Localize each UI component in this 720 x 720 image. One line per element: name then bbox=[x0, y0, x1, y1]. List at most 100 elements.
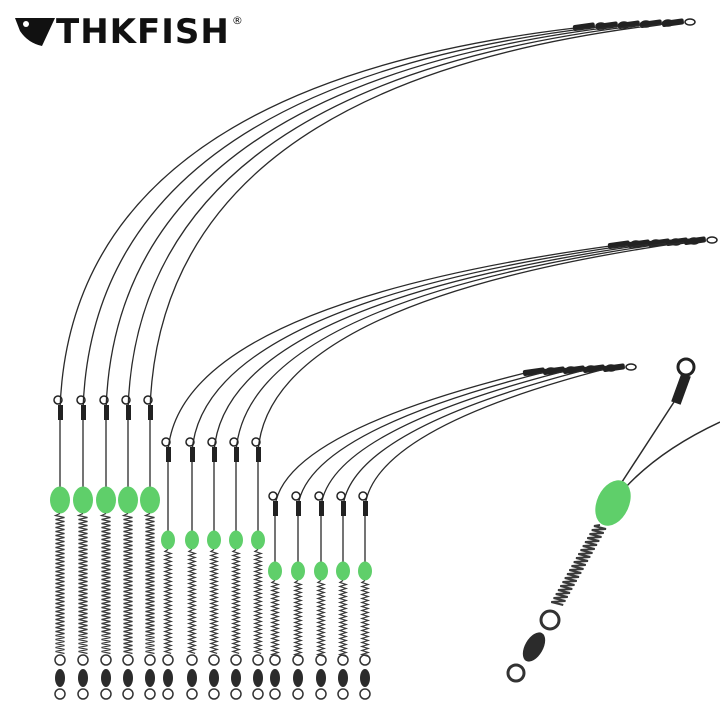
green-bead bbox=[96, 486, 116, 514]
spring-coil bbox=[359, 579, 371, 658]
swivel-ring bbox=[54, 688, 66, 700]
top-loop bbox=[121, 395, 131, 405]
closeup-barrel-swivel bbox=[522, 632, 546, 662]
barrel-swivel bbox=[123, 669, 133, 687]
barrel-swivel bbox=[293, 669, 303, 687]
spring-coil bbox=[53, 512, 65, 655]
spring-coil bbox=[337, 579, 349, 658]
green-bead bbox=[140, 486, 160, 514]
split-ring bbox=[122, 654, 134, 666]
crimp-sleeve bbox=[602, 363, 625, 372]
spring-coil bbox=[76, 512, 88, 655]
top-sleeve bbox=[256, 447, 261, 462]
split-ring bbox=[292, 654, 304, 666]
split-ring bbox=[230, 654, 242, 666]
crimp-sleeve bbox=[683, 236, 706, 245]
green-bead bbox=[161, 530, 175, 550]
top-loop bbox=[336, 491, 346, 501]
split-ring bbox=[252, 654, 264, 666]
closeup-green-bead bbox=[595, 480, 631, 526]
swivel-ring bbox=[315, 688, 327, 700]
split-ring bbox=[337, 654, 349, 666]
split-ring bbox=[144, 654, 156, 666]
spring-coil bbox=[99, 512, 111, 655]
top-sleeve bbox=[58, 405, 63, 420]
top-sleeve bbox=[148, 405, 153, 420]
spring-coil bbox=[252, 548, 264, 655]
swivel-ring bbox=[100, 688, 112, 700]
barrel-swivel bbox=[101, 669, 111, 687]
leader-wire bbox=[274, 372, 526, 507]
closeup-split-ring bbox=[539, 609, 561, 631]
top-sleeve bbox=[296, 501, 301, 516]
leader-wire bbox=[127, 24, 643, 411]
top-sleeve bbox=[363, 501, 368, 516]
swivel-ring bbox=[230, 688, 242, 700]
closeup-swivel-ring bbox=[506, 663, 526, 683]
barrel-swivel bbox=[163, 669, 173, 687]
top-loop bbox=[251, 437, 261, 447]
top-loop bbox=[76, 395, 86, 405]
leader-wire bbox=[297, 371, 546, 507]
leader-wire bbox=[342, 369, 586, 507]
brand-logo: THKFISH ® bbox=[14, 12, 243, 52]
green-bead bbox=[73, 486, 93, 514]
spring-coil bbox=[143, 512, 155, 655]
top-loop bbox=[99, 395, 109, 405]
green-bead bbox=[185, 530, 199, 550]
barrel-swivel bbox=[187, 669, 197, 687]
barrel-swivel bbox=[231, 669, 241, 687]
top-loop bbox=[161, 437, 171, 447]
leader-wire bbox=[105, 25, 621, 411]
leader-wire bbox=[82, 26, 599, 411]
swivel-ring bbox=[77, 688, 89, 700]
swivel-ring bbox=[122, 688, 134, 700]
registered-mark: ® bbox=[231, 14, 243, 27]
split-ring bbox=[100, 654, 112, 666]
barrel-swivel bbox=[253, 669, 263, 687]
top-sleeve bbox=[190, 447, 195, 462]
swivel-ring bbox=[162, 688, 174, 700]
leader-wire bbox=[213, 243, 651, 453]
top-loop bbox=[291, 491, 301, 501]
top-loop bbox=[143, 395, 153, 405]
spring-coil bbox=[230, 548, 242, 655]
top-loop bbox=[314, 491, 324, 501]
green-bead bbox=[229, 530, 243, 550]
barrel-swivel bbox=[360, 669, 370, 687]
spring-coil bbox=[315, 579, 327, 658]
spring-coil bbox=[208, 548, 220, 655]
top-sleeve bbox=[273, 501, 278, 516]
top-loop bbox=[268, 491, 278, 501]
green-bead bbox=[50, 486, 70, 514]
closeup-leader-wire bbox=[624, 421, 720, 489]
snap-loop bbox=[706, 236, 718, 244]
snap-loop bbox=[625, 363, 637, 371]
top-sleeve bbox=[212, 447, 217, 462]
barrel-swivel bbox=[145, 669, 155, 687]
top-loop bbox=[207, 437, 217, 447]
top-sleeve bbox=[319, 501, 324, 516]
green-bead bbox=[358, 561, 372, 581]
snap-loop bbox=[684, 18, 696, 26]
green-bead bbox=[207, 530, 221, 550]
closeup-spring-coil bbox=[551, 524, 607, 606]
spring-coil bbox=[292, 579, 304, 658]
crimp-sleeve bbox=[661, 18, 684, 27]
closeup-sleeve bbox=[671, 373, 691, 405]
brand-name: THKFISH bbox=[56, 12, 230, 52]
barrel-swivel bbox=[55, 669, 65, 687]
top-sleeve bbox=[234, 447, 239, 462]
top-sleeve bbox=[104, 405, 109, 420]
top-sleeve bbox=[166, 447, 171, 462]
top-loop bbox=[358, 491, 368, 501]
barrel-swivel bbox=[316, 669, 326, 687]
fish-logo-icon bbox=[15, 18, 55, 46]
barrel-swivel bbox=[338, 669, 348, 687]
green-bead bbox=[336, 561, 350, 581]
split-ring bbox=[359, 654, 371, 666]
top-loop bbox=[185, 437, 195, 447]
closeup-wire bbox=[619, 401, 675, 486]
